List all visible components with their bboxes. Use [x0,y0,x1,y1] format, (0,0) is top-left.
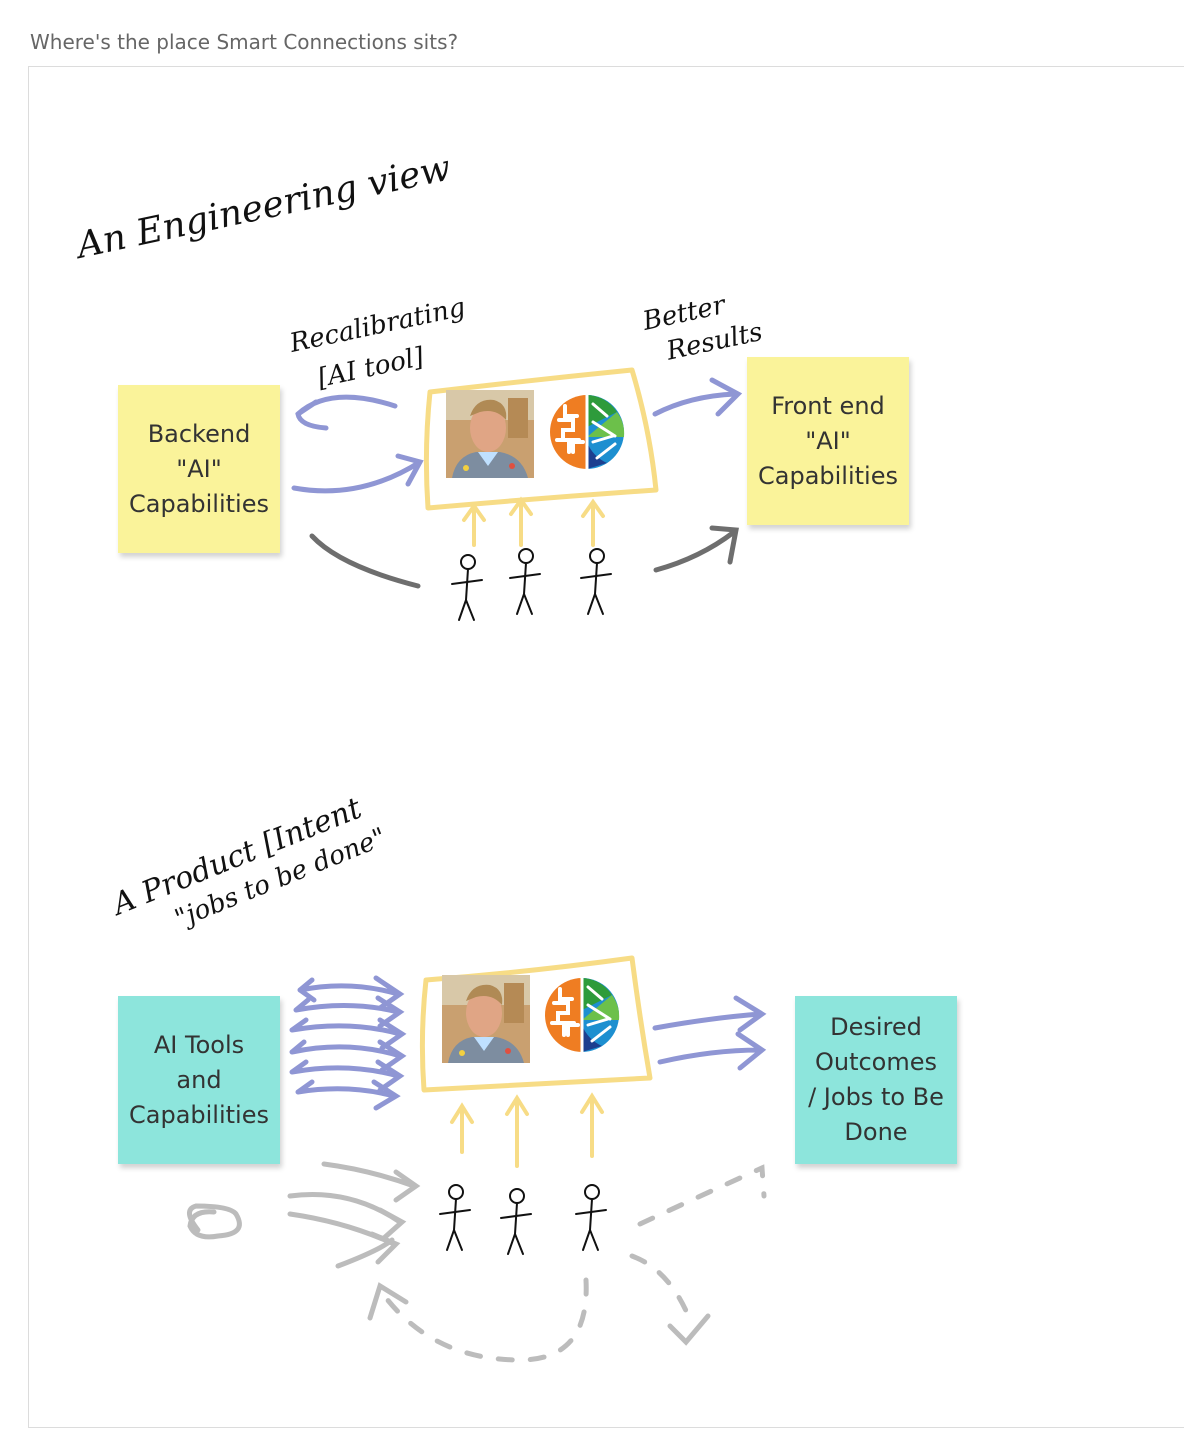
page-question: Where's the place Smart Connections sits… [30,30,459,54]
smart-connections-frame-product [419,955,653,1093]
desired-outcomes-note[interactable]: Desired Outcomes / Jobs to Be Done [795,996,957,1164]
tool-to-outcomes-arrow-2 [657,1031,767,1071]
up-arrow-2 [509,496,533,547]
ai-tools-capabilities-note[interactable]: AI Tools and Capabilities [118,996,280,1164]
frontend-ai-capabilities-note[interactable]: Front end "AI" Capabilities [747,357,909,525]
up-arrow-3 [580,1092,604,1158]
up-arrow-2 [505,1094,529,1168]
backend-to-people-arrow [309,533,421,589]
up-arrow-1 [462,502,486,547]
dashed-down-arrowhead [667,1313,711,1346]
backend-to-tool-arrow [291,453,424,494]
tools-bidirectional-arrows [289,975,407,1111]
up-arrow-3 [581,498,605,547]
recalibrating-label: Recalibrating [286,292,468,359]
up-arrow-1 [450,1102,474,1154]
stick-figure-icon [500,1188,532,1255]
tool-to-outcomes-arrow-1 [652,995,767,1033]
person-photo [446,390,534,478]
stick-figure-icon [439,1184,471,1251]
people-to-frontend-arrow [653,525,739,573]
dashed-feedback-loop [377,1164,767,1363]
smart-connections-frame [423,367,659,511]
recalibrate-arrow [295,394,398,431]
gray-infinity-loop [187,1161,421,1269]
stick-figure-icon [580,548,612,615]
stick-figure-icon [509,548,541,615]
whiteboard-canvas[interactable] [28,66,1184,1428]
dashed-loop-arrowhead [367,1282,409,1321]
brain-logo-icon [548,393,627,471]
brain-logo-icon [543,976,622,1054]
engineering-view-title: An Engineering view [70,147,454,267]
stick-figure-icon [451,554,483,621]
backend-ai-capabilities-note[interactable]: Backend "AI" Capabilities [118,385,280,553]
tool-to-frontend-arrow [652,377,743,417]
stick-figure-icon [575,1184,607,1251]
person-photo [442,975,530,1063]
